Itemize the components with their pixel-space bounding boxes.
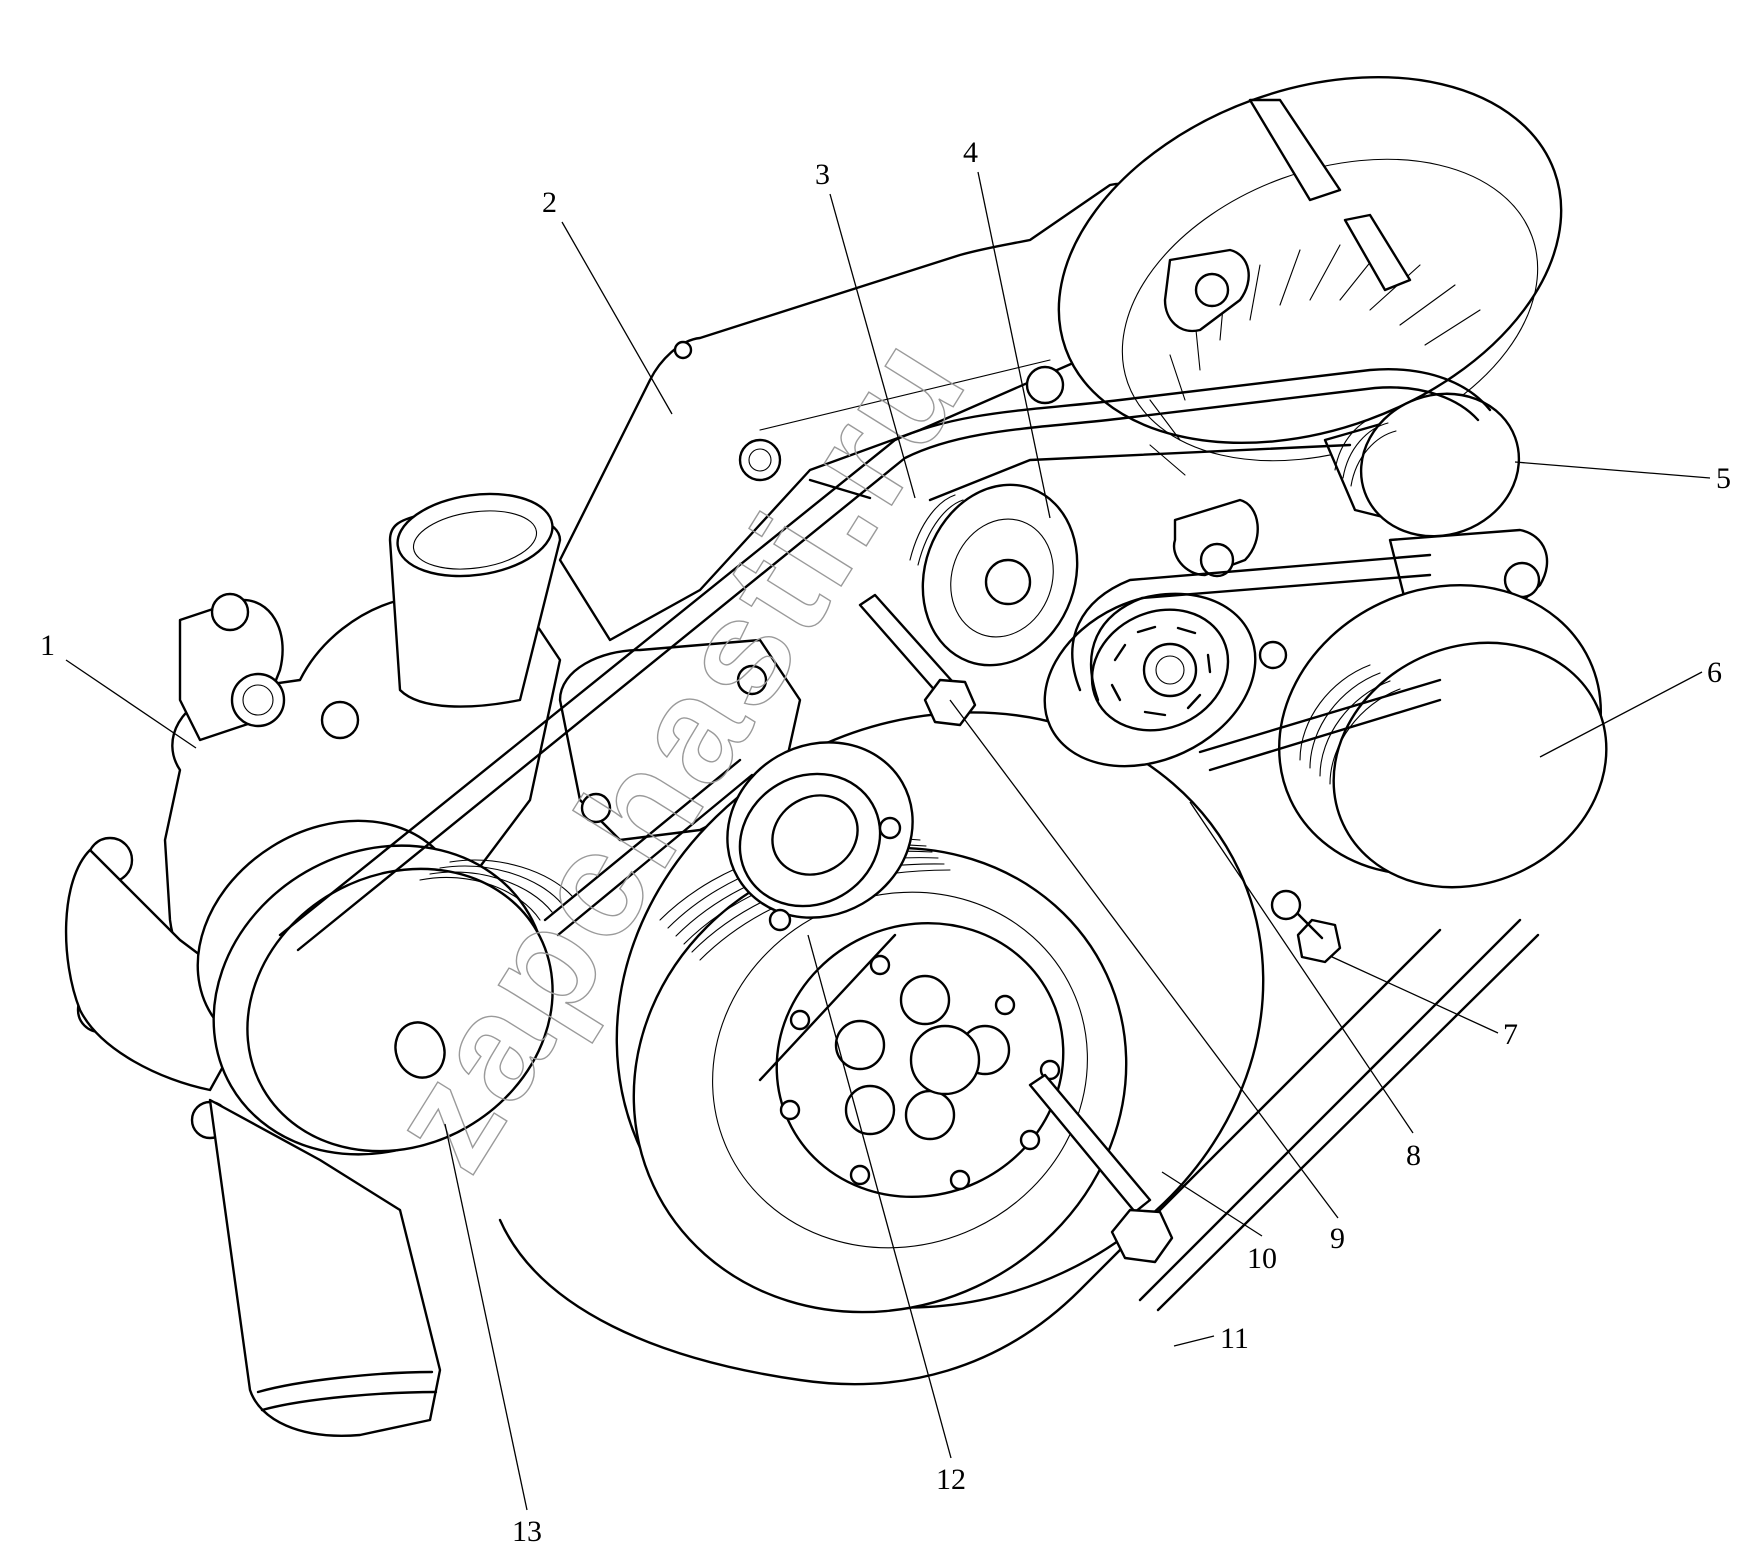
crankshaft-hub-holes (779, 954, 1061, 1191)
center-housing-bolt-2 (736, 664, 768, 696)
callout-5: 5 (1716, 462, 1731, 495)
tensioner-rod-nut (923, 678, 977, 727)
water-pump-left-lobe (64, 848, 262, 1092)
tensioner-pulley-bolt-head (1155, 655, 1185, 685)
adjuster-washer (1270, 889, 1302, 921)
water-pump-outlet-bore (412, 510, 538, 570)
alternator-pulley (1359, 392, 1521, 538)
callout-9: 9 (1330, 1222, 1345, 1255)
callout-2: 2 (542, 186, 557, 219)
crankshaft-hub-bolts (834, 974, 1011, 1141)
engine-cover-outline (498, 928, 1442, 1386)
alternator-pin-mid (1343, 213, 1412, 292)
adjuster-bolt (1296, 918, 1342, 964)
callout-6: 6 (1707, 656, 1722, 689)
bracket-edge (759, 359, 1051, 431)
water-pump-fitting-port-bore (242, 684, 274, 716)
inlet-pipe-clamp-edge (256, 1370, 434, 1394)
alternator-lower-bolt (1199, 542, 1235, 578)
water-pump-boss (320, 700, 360, 740)
alternator-body (1057, 75, 1563, 445)
inlet-pipe-clamp-edge-2 (260, 1390, 438, 1412)
idler-pulley-upper-bolt (984, 558, 1032, 606)
idler-small-pin (768, 908, 792, 932)
bracket-rivet (673, 340, 693, 360)
callout-4: 4 (963, 136, 978, 169)
tensioner-pivot-bolt (1258, 640, 1288, 670)
accessory-pulley (1332, 641, 1608, 889)
water-pump-fitting-top (210, 592, 250, 632)
pulley-bolt-shank (1028, 1073, 1152, 1214)
idler-pulley-upper-grooves (909, 494, 964, 566)
water-pump-pulley-grooves (419, 859, 573, 921)
idler-pulley-upper-ring (950, 518, 1054, 638)
callout-3: 3 (815, 158, 830, 191)
callout-12: 12 (936, 1463, 966, 1496)
leader-lines (65, 171, 1711, 1511)
adjuster-bolt-thread (1294, 910, 1324, 940)
bracket-bolt-hole (738, 438, 782, 482)
water-pump-inlet-pipe (208, 1098, 442, 1437)
tensioner-pulley-slots (1110, 625, 1212, 717)
callout-8: 8 (1406, 1139, 1421, 1172)
alternator-pin-top (1248, 98, 1342, 202)
water-pump-fitting-port (230, 672, 286, 728)
alternator-lower-ear (1172, 498, 1259, 577)
tensioner-pulley-bolt (1142, 642, 1198, 698)
callout-1: 1 (40, 629, 55, 662)
water-pump-pulley-center (394, 1021, 446, 1079)
idler-pulley-small-bore (771, 794, 859, 876)
pulley-bolt-head (1110, 1208, 1174, 1264)
alternator-pulley-grooves (1334, 414, 1397, 487)
alternator-bolt (1194, 272, 1230, 308)
bracket-bolt-hole-inner (748, 448, 772, 472)
drive-belt (278, 368, 1540, 1312)
callout-11: 11 (1220, 1322, 1249, 1355)
idler-small-pin-2 (878, 816, 902, 840)
callout-labels: 1 2 3 4 5 6 7 8 9 10 11 12 13 (40, 136, 1731, 1547)
center-housing-bolt (580, 792, 612, 824)
callout-10: 10 (1247, 1242, 1277, 1275)
water-pump-outlet-mouth (396, 492, 554, 578)
bracket-bolt (1025, 365, 1065, 405)
callout-13: 13 (512, 1515, 542, 1547)
callout-7: 7 (1503, 1018, 1518, 1051)
